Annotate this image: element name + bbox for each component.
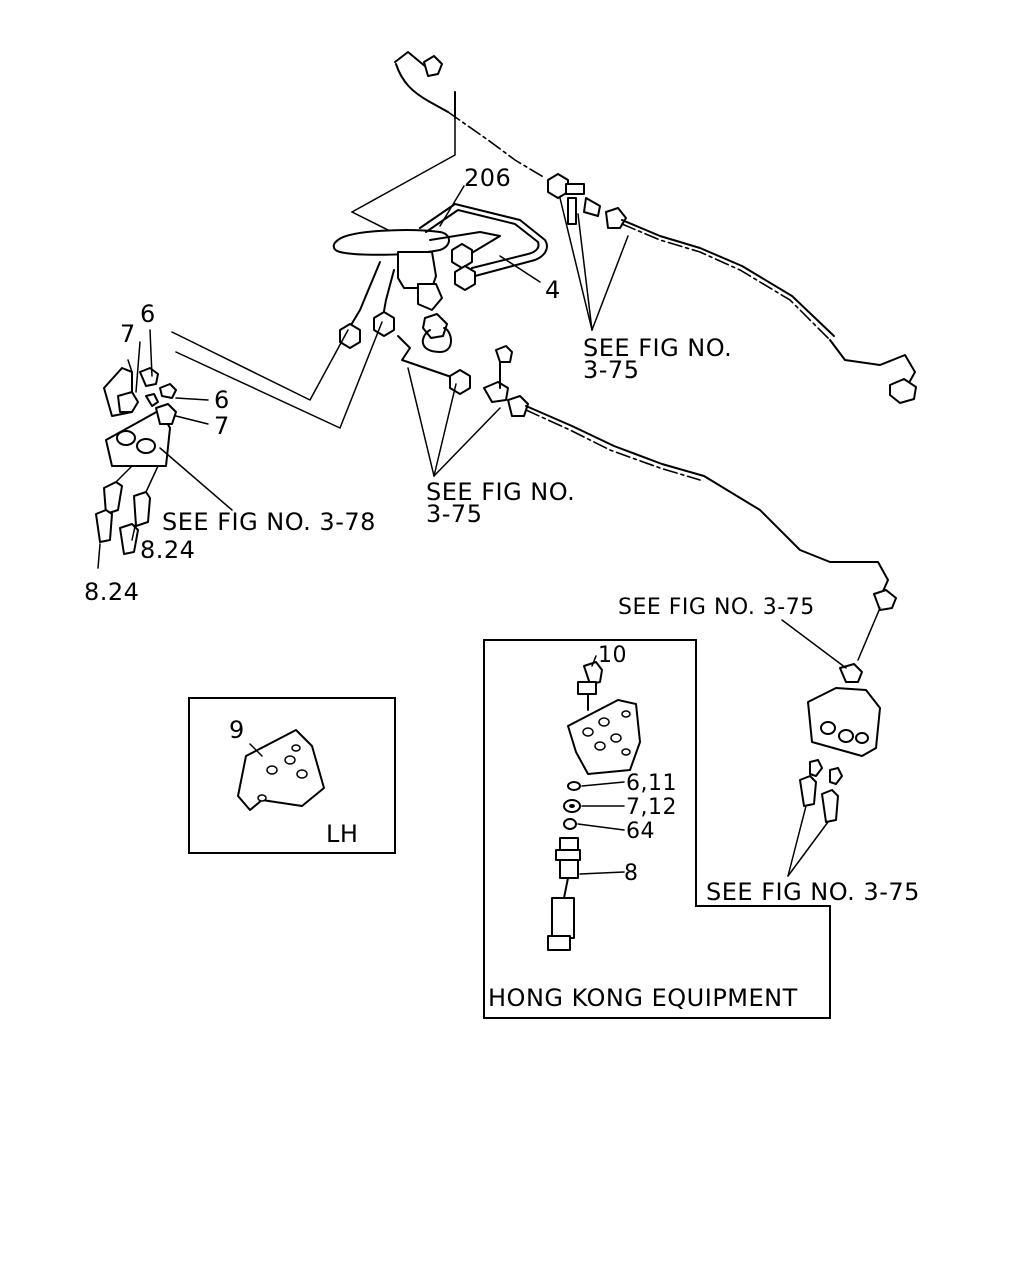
left-fittings <box>95 465 159 569</box>
callout-7-mid: 7 <box>214 412 230 440</box>
callout-206: 206 <box>464 164 511 192</box>
callout-9: 9 <box>229 716 245 744</box>
callout-6-mid: 6 <box>214 386 230 414</box>
valve-assembly <box>332 229 452 353</box>
lh-inset <box>188 697 396 854</box>
pointer-lines <box>131 197 847 877</box>
callout-8-24-right: 8.24 <box>140 536 195 564</box>
left-bracket-assembly <box>103 321 383 467</box>
ref-top-right-line2: 3-75 <box>583 356 639 384</box>
callout-7-top: 7 <box>120 320 136 348</box>
callout-10: 10 <box>598 643 627 668</box>
ref-right-lower: SEE FIG NO. 3-75 <box>706 878 920 906</box>
ref-center-line2: 3-75 <box>426 500 482 528</box>
callout-6-11: 6,11 <box>626 771 677 796</box>
ref-center-line1: SEE FIG NO. <box>426 478 575 506</box>
reference-labels: SEE FIG NO. 3-75 SEE FIG NO. 3-75 SEE FI… <box>162 334 920 1012</box>
callout-6-top: 6 <box>140 300 156 328</box>
hong-kong-inset <box>483 639 831 1019</box>
lh-label: LH <box>326 820 358 848</box>
ref-right-upper: SEE FIG NO. 3-75 <box>618 595 815 620</box>
pipe-link-lines <box>351 117 456 233</box>
right-bracket-assembly <box>799 607 881 823</box>
callout-64: 64 <box>626 819 655 844</box>
center-brake-pipe <box>397 335 897 611</box>
top-brake-pipe <box>394 51 917 404</box>
ref-top-right-line1: SEE FIG NO. <box>583 334 732 362</box>
callout-8-24-left: 8.24 <box>84 578 139 606</box>
callout-8: 8 <box>624 861 639 886</box>
hong-kong-label: HONG KONG EQUIPMENT <box>488 984 798 1012</box>
ref-left: SEE FIG NO. 3-78 <box>162 508 376 536</box>
callout-4: 4 <box>545 276 561 304</box>
callout-labels: 206 4 6 7 6 7 8.24 8.24 9 10 6,11 7,12 6… <box>84 164 677 886</box>
callout-7-12: 7,12 <box>626 795 677 820</box>
pipe-206 <box>419 185 548 291</box>
